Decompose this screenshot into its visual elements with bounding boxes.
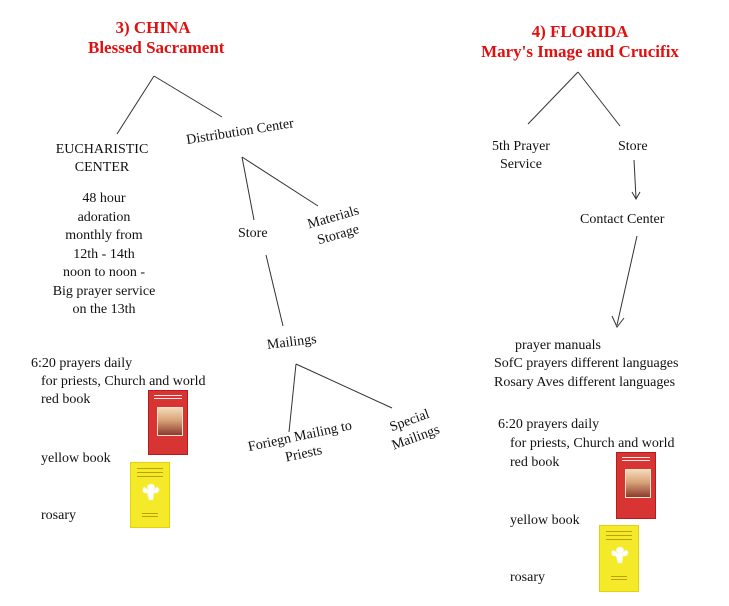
adoration-line: 48 hour: [82, 191, 126, 206]
adoration-line: on the 13th: [72, 302, 136, 317]
adoration-description: 48 hour adoration monthly from 12th - 14…: [30, 190, 178, 320]
connector-line: [241, 156, 319, 207]
angel-icon: [611, 546, 629, 564]
contact-center-item: Rosary Aves different languages: [494, 375, 676, 390]
adoration-line: Big prayer service: [52, 283, 156, 299]
red-book-image: [148, 390, 188, 455]
prayer-service-label-2: Service: [500, 157, 542, 172]
eucharistic-center-label-1: EUCHARISTIC: [55, 142, 149, 157]
contact-center-node: Contact Center: [580, 212, 665, 227]
florida-yellow-book-label: yellow book: [510, 513, 580, 528]
florida-title-subtitle: Mary's Image and Crucifix: [481, 42, 679, 61]
florida-rosary-label: rosary: [510, 570, 545, 585]
connector-line: [265, 254, 284, 327]
adoration-line: 12th - 14th: [73, 246, 135, 262]
connector-line: [633, 159, 637, 199]
angel-icon: [142, 483, 160, 501]
prayer-service-node: 5th Prayer Service: [474, 138, 568, 174]
contact-center-item: SofC prayers different languages: [494, 356, 679, 371]
connector-line: [116, 75, 155, 135]
florida-red-book-image: [616, 452, 656, 519]
rosary-label: rosary: [41, 508, 76, 523]
eucharistic-center-node: EUCHARISTIC CENTER: [42, 141, 162, 177]
connector-line: [527, 71, 579, 125]
contact-center-item: prayer manuals: [515, 338, 601, 353]
arrow-head: [611, 315, 625, 328]
yellow-book-image: [130, 462, 170, 528]
connector-line: [288, 363, 297, 433]
china-title-subtitle: Blessed Sacrament: [88, 38, 225, 57]
store-node: Store: [238, 226, 268, 241]
connector-line: [241, 156, 255, 221]
adoration-line: noon to noon -: [62, 265, 146, 280]
sacred-heart-picture: [157, 407, 183, 436]
yellow-book-label: yellow book: [41, 451, 111, 466]
china-title: 3) CHINA Blessed Sacrament: [88, 18, 225, 58]
connector-line: [153, 75, 223, 118]
arrow-head: [631, 191, 641, 201]
red-book-label: red book: [41, 392, 91, 407]
china-title-number: 3) CHINA: [115, 18, 191, 37]
florida-daily-prayers-text: 6:20 prayers daily: [498, 417, 600, 432]
sacred-heart-picture: [625, 469, 651, 498]
florida-red-book-label: red book: [510, 455, 560, 470]
adoration-line: monthly from: [65, 228, 143, 243]
adoration-line: adoration: [77, 209, 131, 225]
daily-prayers-text: 6:20 prayers daily: [31, 356, 133, 371]
connector-line: [577, 71, 621, 127]
florida-title: 4) FLORIDA Mary's Image and Crucifix: [476, 22, 684, 62]
eucharistic-center-label-2: CENTER: [74, 160, 130, 175]
florida-store-node: Store: [618, 139, 648, 154]
connector-line: [295, 363, 393, 409]
florida-daily-prayers-purpose: for priests, Church and world: [510, 436, 675, 451]
florida-title-number: 4) FLORIDA: [531, 22, 629, 41]
florida-yellow-book-image: [599, 525, 639, 592]
daily-prayers-purpose: for priests, Church and world: [41, 374, 206, 389]
connector-line: [616, 235, 638, 326]
prayer-service-label-1: 5th Prayer: [492, 139, 550, 154]
